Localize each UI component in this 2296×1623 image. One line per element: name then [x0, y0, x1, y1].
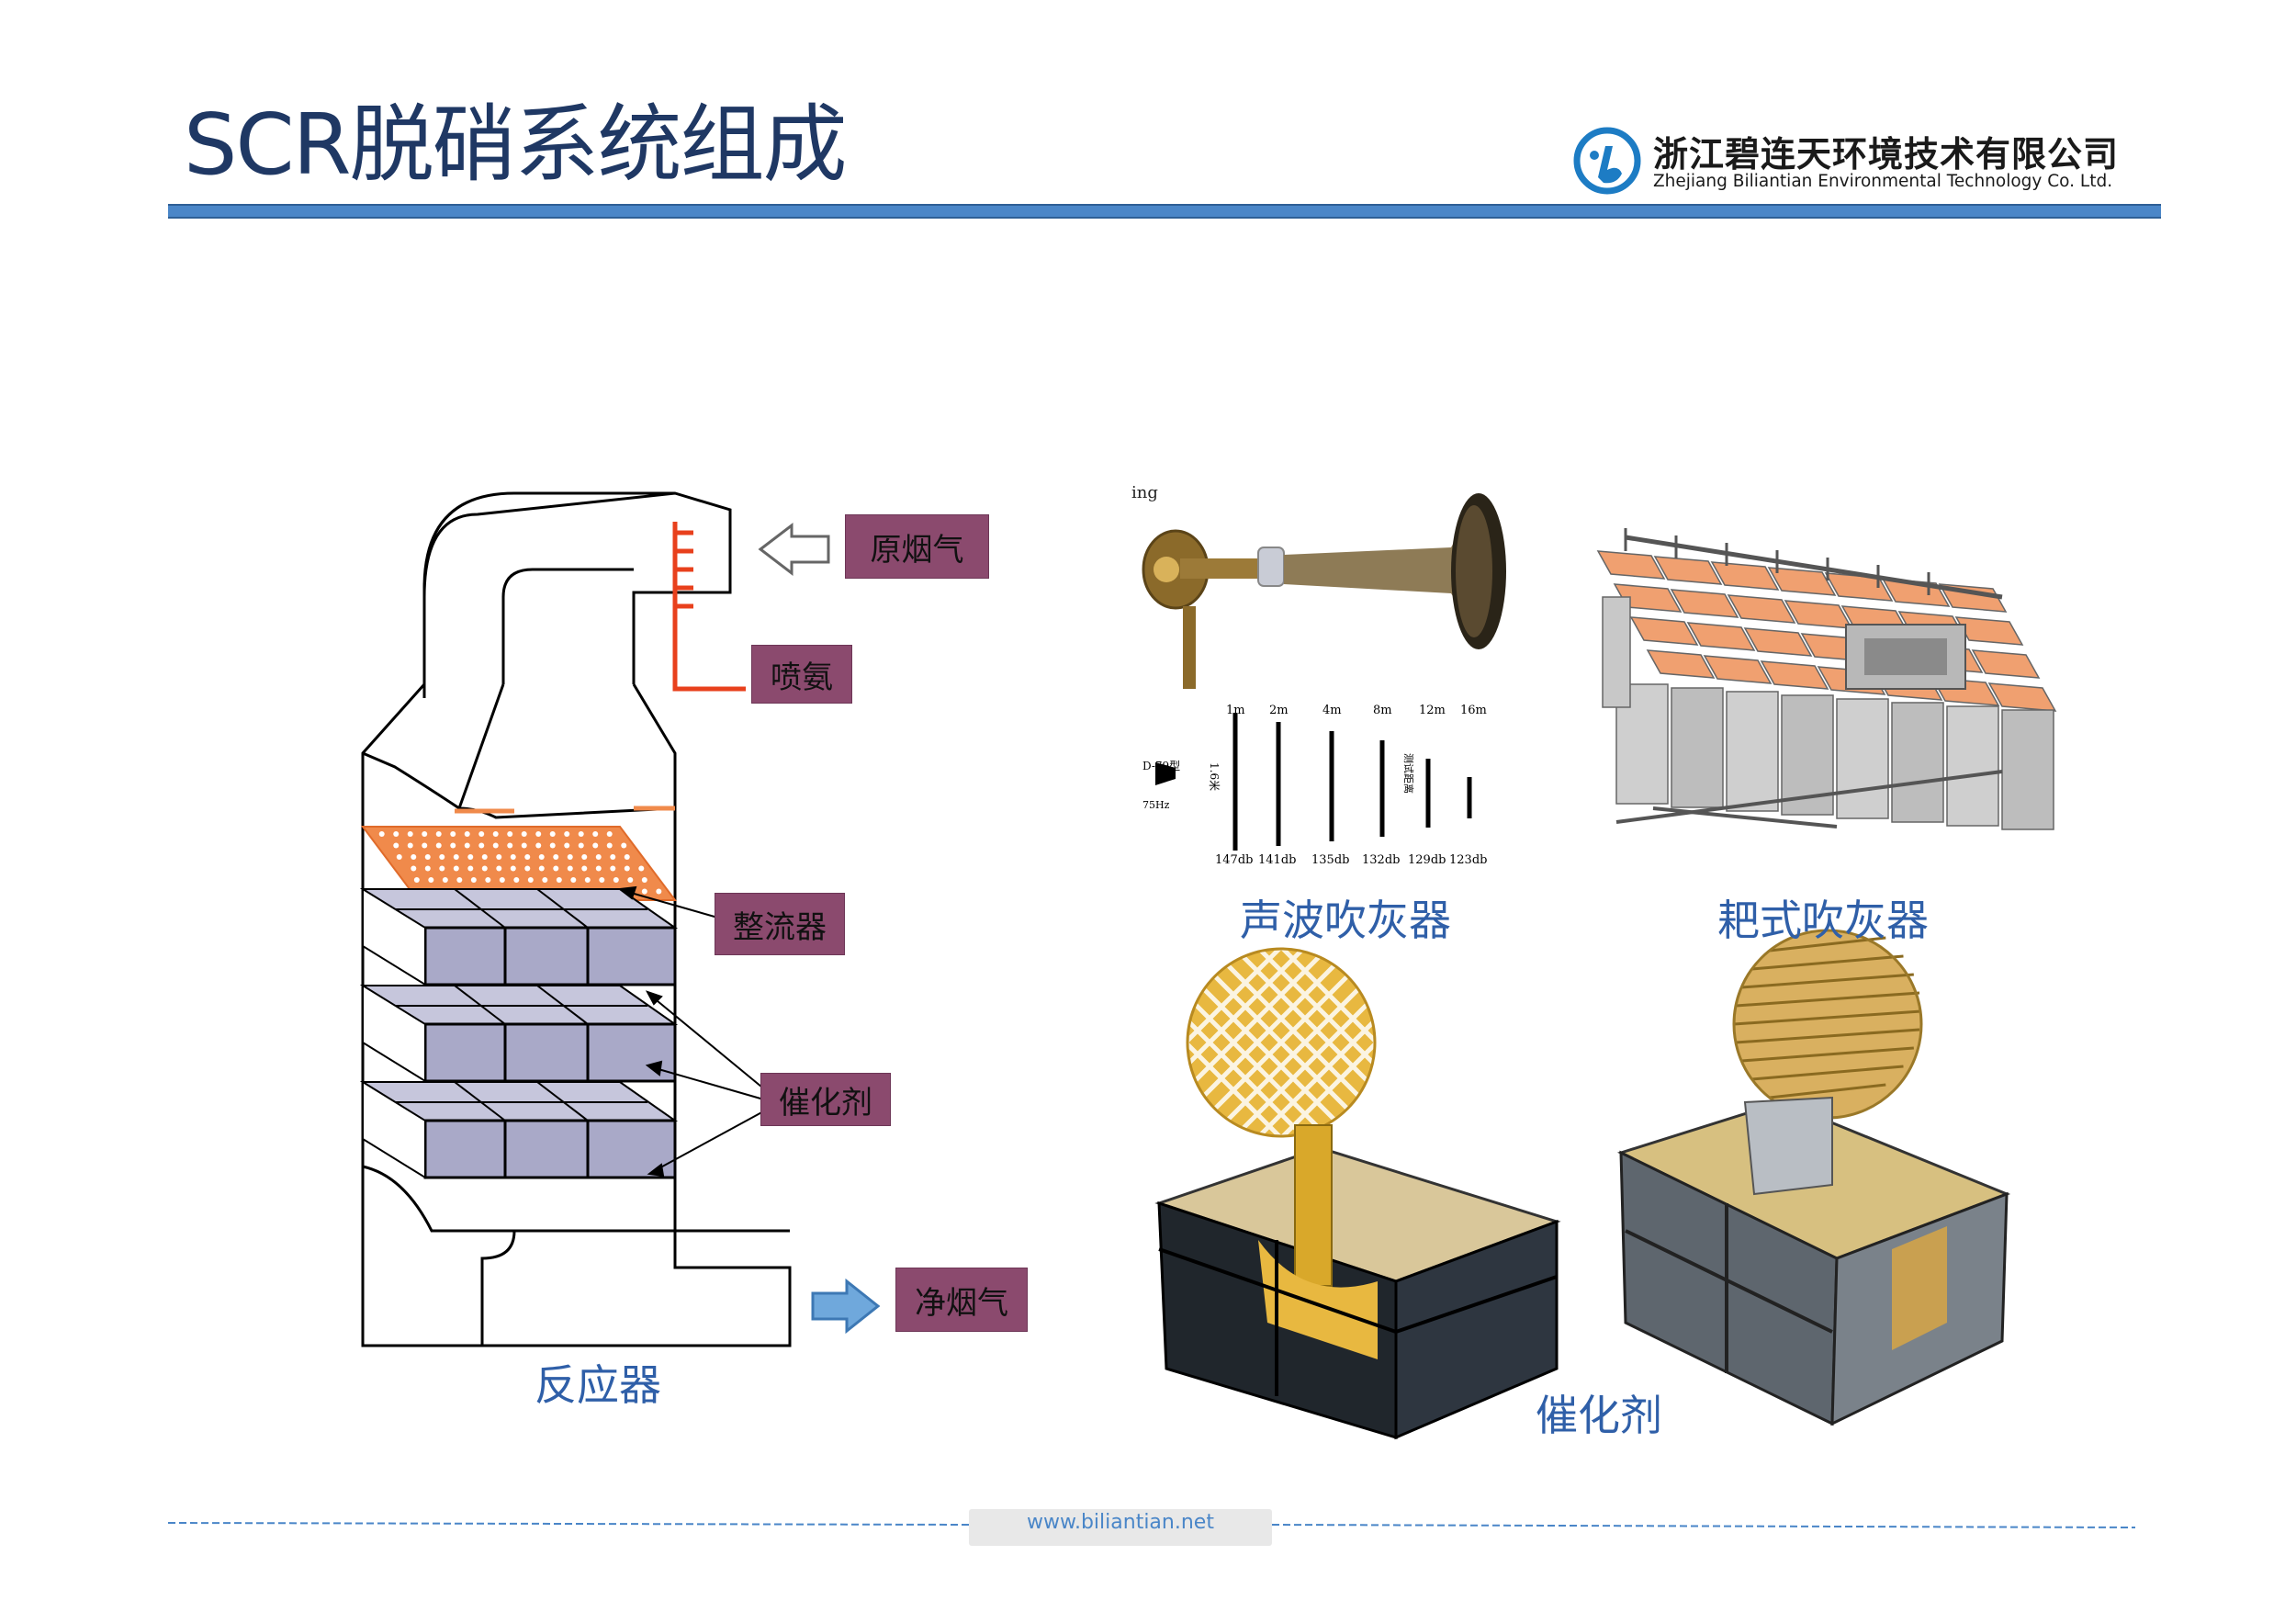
- footer-url[interactable]: www.biliantian.net: [1027, 1511, 1214, 1534]
- footer-url-background: [969, 1509, 1272, 1546]
- catalyst-layers: [359, 887, 679, 1179]
- catalyst-label: 催化剂: [760, 1073, 891, 1126]
- svg-text:4m: 4m: [1322, 704, 1342, 717]
- svg-text:8m: 8m: [1373, 704, 1392, 717]
- rake-soot-blower-image: [1596, 528, 2057, 830]
- catalyst-caption: 催化剂: [1536, 1391, 1662, 1440]
- clean-flue-gas-label: 净烟气: [895, 1268, 1028, 1332]
- sonic-soot-blower-caption: 声波吹灰器: [1240, 896, 1451, 945]
- svg-text:D-79型: D-79型: [1142, 760, 1180, 772]
- catalyst-module-right-image: [1616, 929, 2011, 1426]
- reactor-caption: 反应器: [535, 1360, 661, 1410]
- company-logo-icon: [1573, 127, 1641, 195]
- company-name-cn: 浙江碧连天环境技术有限公司: [1653, 134, 2120, 175]
- reactor-diagram: [361, 491, 792, 1347]
- company-logo: 浙江碧连天环境技术有限公司 Zhejiang Biliantian Enviro…: [1570, 124, 2158, 197]
- catalyst-module-left-image: [1083, 940, 1561, 1440]
- svg-text:1m: 1m: [1226, 704, 1245, 717]
- svg-text:123db: 123db: [1449, 853, 1487, 867]
- company-name-en: Zhejiang Biliantian Environmental Techno…: [1653, 172, 2113, 191]
- title-divider-bar: [168, 204, 2161, 219]
- svg-text:2m: 2m: [1269, 704, 1289, 717]
- page-title: SCR脱硝系统组成: [184, 96, 848, 194]
- sonic-sound-chart: D-79型 75Hz 1.6米 测试距离 1m 147db 2m 141db 4m 135db 8m…: [1142, 704, 1487, 867]
- sonic-chart-header: ing: [1131, 483, 1158, 502]
- svg-text:129db: 129db: [1408, 853, 1446, 867]
- ammonia-injection-pipe: [672, 522, 746, 692]
- flow-straightener-label: 整流器: [715, 893, 845, 955]
- rake-soot-blower-caption: 耙式吹灰器: [1717, 896, 1929, 945]
- svg-text:135db: 135db: [1311, 853, 1349, 867]
- raw-flue-gas-arrow: [758, 522, 830, 577]
- svg-text:147db: 147db: [1215, 853, 1253, 867]
- orange-seal-marks: [455, 806, 675, 814]
- raw-flue-gas-label: 原烟气: [845, 514, 989, 579]
- svg-text:141db: 141db: [1258, 853, 1296, 867]
- svg-text:测试距离: 测试距离: [1402, 753, 1415, 794]
- clean-flue-gas-arrow: [811, 1278, 881, 1335]
- svg-text:16m: 16m: [1460, 704, 1487, 717]
- svg-text:1.6米: 1.6米: [1208, 762, 1221, 791]
- sonic-soot-blower-image: ing D-79型 75Hz 1.6米 测试距离 1m 147db 2m 141db 4m 135…: [1131, 483, 1506, 867]
- svg-text:132db: 132db: [1362, 853, 1400, 867]
- ammonia-injection-label: 喷氨: [751, 645, 852, 704]
- svg-text:75Hz: 75Hz: [1142, 799, 1170, 811]
- svg-text:12m: 12m: [1419, 704, 1446, 717]
- label-arrows: [617, 885, 768, 1178]
